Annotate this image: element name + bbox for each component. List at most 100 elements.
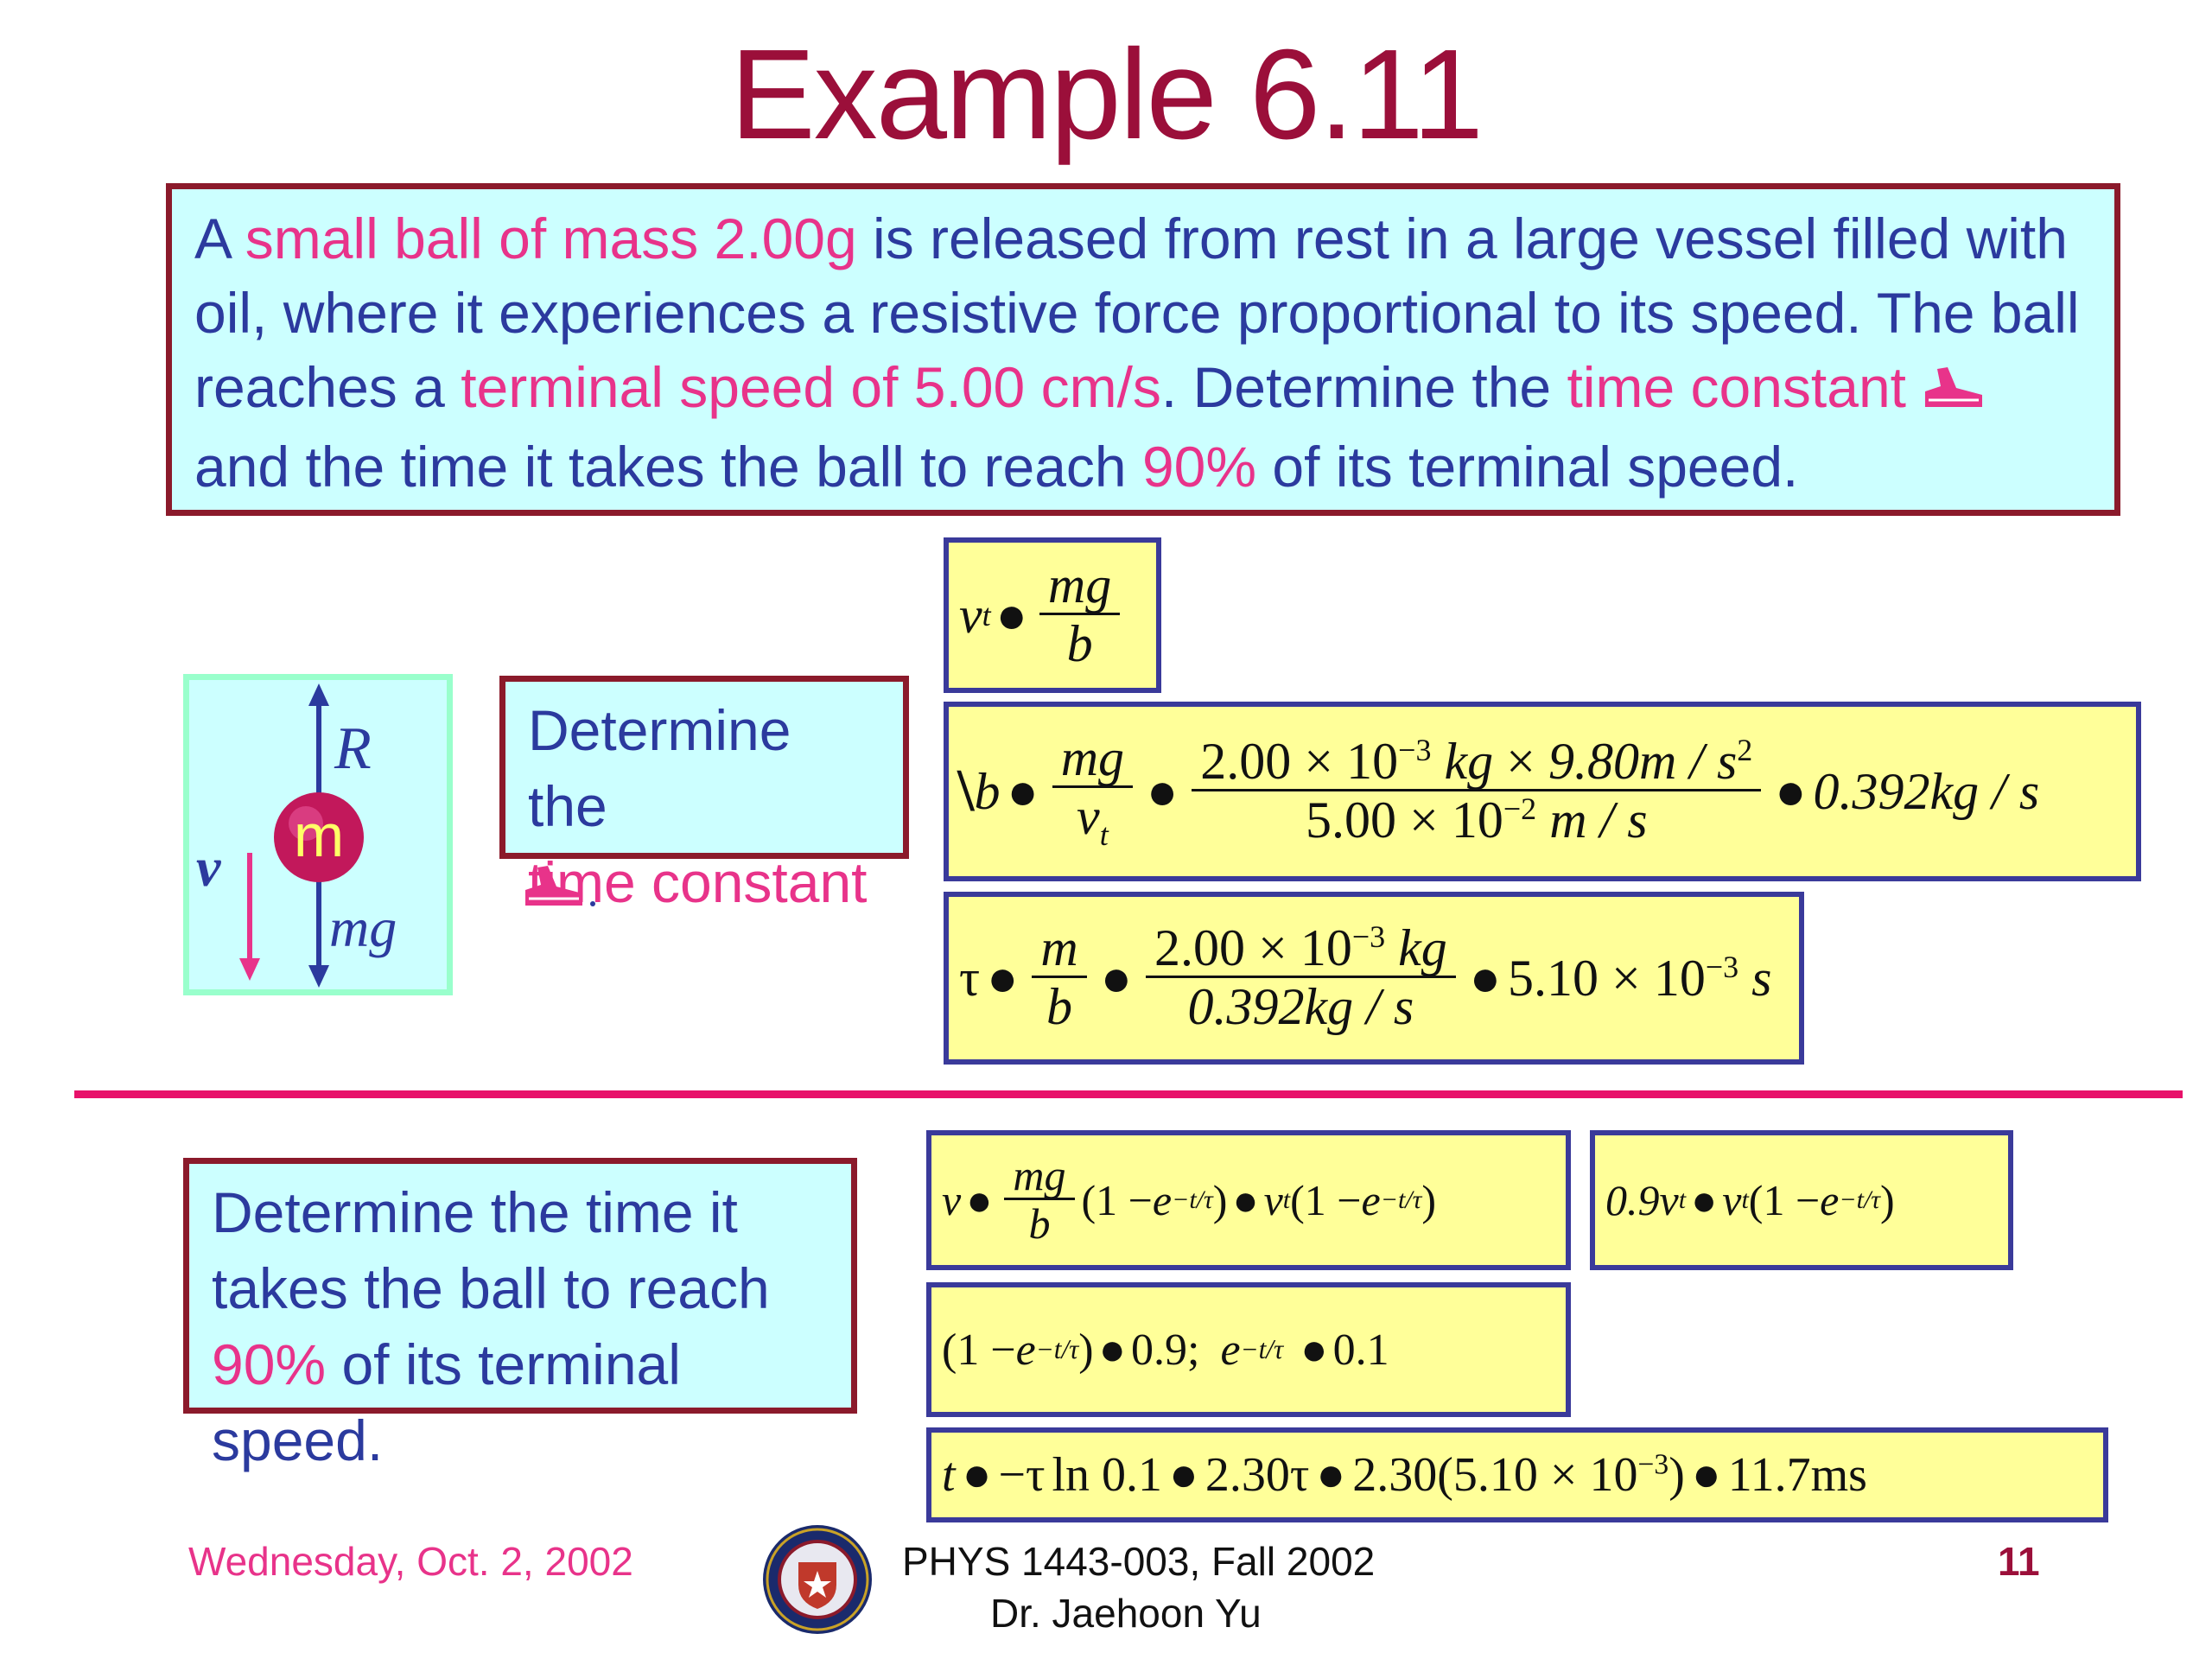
equation-time-constant: τ ● m b ● 2.00 × 10−3 kg 0.392kg / s ● 5… bbox=[944, 892, 1804, 1065]
eq-numerator: mg bbox=[1039, 558, 1121, 615]
step-line: Determine the bbox=[528, 698, 791, 838]
free-body-diagram: m R mg v bbox=[183, 674, 453, 995]
eq-denominator-text: v bbox=[1077, 787, 1100, 845]
equals-glyph: ● bbox=[1232, 1176, 1259, 1224]
eq-fraction: mg b bbox=[1039, 558, 1121, 672]
step-highlight: 90% bbox=[212, 1332, 327, 1396]
bracket-glyph: ) bbox=[1880, 1176, 1895, 1224]
university-seal-icon bbox=[760, 1522, 874, 1637]
eq-subscript: t bbox=[1099, 817, 1109, 852]
eq-denominator: 5.00 × 10−2 m / s bbox=[1306, 791, 1648, 849]
eq-exponent: −3 bbox=[1637, 1448, 1669, 1481]
bracket-glyph: (1 − bbox=[1290, 1176, 1362, 1224]
footer-instructor: Dr. Jaehoon Yu bbox=[990, 1591, 1262, 1636]
equals-glyph: ● bbox=[1100, 949, 1132, 1007]
problem-text: is released from rest in a large vessel … bbox=[194, 207, 2080, 419]
problem-statement: A small ball of mass 2.00g is released f… bbox=[166, 183, 2120, 516]
slide-title: Example 6.11 bbox=[730, 23, 1484, 166]
eq-value: ln 0.1 bbox=[1052, 1448, 1163, 1502]
problem-text: of its terminal speed. bbox=[1256, 434, 1799, 499]
eq-denominator: vt bbox=[1068, 788, 1117, 853]
eq-value: 5.00 bbox=[1306, 791, 1397, 849]
eq-result: 5.10 × 10−3 s bbox=[1508, 949, 1772, 1007]
eq-subscript: t bbox=[1741, 1185, 1749, 1214]
eq-numerator: 2.00 × 10−3 kg × 9.80m / s2 bbox=[1192, 733, 1762, 791]
eq-lhs: v bbox=[942, 1176, 962, 1224]
euler-glyph: e bbox=[1820, 1176, 1840, 1224]
eq-product: (5.10 × 10−3) bbox=[1437, 1448, 1685, 1502]
eq-exponent: −t/τ bbox=[1839, 1185, 1881, 1214]
equals-glyph: ● bbox=[1775, 762, 1807, 820]
eq-symbol: v bbox=[1263, 1176, 1283, 1224]
problem-highlight-percent: 90% bbox=[1141, 434, 1257, 499]
bracket-glyph: (1 − bbox=[1081, 1176, 1153, 1224]
eq-value: 10 bbox=[1300, 919, 1352, 976]
eq-denominator: b bbox=[1066, 615, 1093, 672]
equals-glyph: ● bbox=[1169, 1448, 1198, 1502]
step-text: Determine the time it takes the ball to … bbox=[212, 1180, 770, 1320]
eq-lhs: b bbox=[974, 762, 1001, 820]
eq-exponent: 2 bbox=[1737, 733, 1753, 767]
eq-subscript: t bbox=[1678, 1185, 1687, 1214]
tau-symbol-icon bbox=[522, 861, 600, 917]
step-time-constant-label: Determine the time constant bbox=[499, 676, 909, 914]
eq-unit: kg bbox=[1444, 733, 1494, 790]
eq-fraction: m b bbox=[1032, 921, 1087, 1035]
eq-value: 10 bbox=[1346, 733, 1399, 790]
eq-value: 5.10 bbox=[1508, 949, 1599, 1007]
velocity-label: v bbox=[196, 836, 221, 898]
eq-value: 5.10 bbox=[1452, 1448, 1538, 1502]
equation-resistance-coefficient: \ b ● mg vt ● 2.00 × 10−3 kg × 9.80m / s… bbox=[944, 702, 2141, 881]
eq-result: 0.392kg / s bbox=[1813, 762, 2040, 820]
equals-glyph: ● bbox=[1691, 1176, 1718, 1224]
equals-glyph: ● bbox=[966, 1176, 993, 1224]
footer-course: PHYS 1443-003, Fall 2002 bbox=[902, 1539, 1376, 1584]
eq-value: 2.30 bbox=[1352, 1448, 1438, 1502]
eq-exponent: −t/τ bbox=[1035, 1334, 1079, 1364]
problem-text: and the time it takes the ball to reach bbox=[194, 434, 1142, 499]
equals-glyph: ● bbox=[987, 949, 1019, 1007]
problem-text: . Determine the bbox=[1160, 355, 1567, 419]
euler-glyph: e bbox=[1152, 1176, 1173, 1224]
mass-label: m bbox=[293, 802, 345, 869]
bracket-glyph: (1 − bbox=[1748, 1176, 1821, 1224]
eq-result: 11.7ms bbox=[1727, 1448, 1867, 1502]
equals-glyph: ● bbox=[1300, 1325, 1328, 1375]
eq-fraction: 2.00 × 10−3 kg 0.392kg / s bbox=[1145, 919, 1456, 1035]
eq-value: 2.00 bbox=[1200, 733, 1292, 790]
eq-unit: s bbox=[1751, 949, 1772, 1007]
eq-exponent: −t/τ bbox=[1240, 1334, 1284, 1364]
tau-symbol-icon bbox=[1922, 355, 1986, 429]
euler-glyph: e bbox=[1015, 1325, 1036, 1375]
resistive-force-label: R bbox=[334, 715, 372, 782]
eq-value: 2.00 bbox=[1154, 919, 1245, 976]
bracket-glyph: ) bbox=[1421, 1176, 1437, 1224]
eq-numerator: mg bbox=[1004, 1153, 1075, 1201]
problem-highlight-time-constant: time constant bbox=[1567, 355, 1906, 419]
eq-lhs: t bbox=[942, 1448, 956, 1502]
eq-subscript: t bbox=[1282, 1185, 1291, 1214]
eq-exponent: −3 bbox=[1398, 733, 1432, 767]
footer-date: Wednesday, Oct. 2, 2002 bbox=[188, 1539, 633, 1584]
equals-glyph: ● bbox=[1147, 762, 1179, 820]
eq-denominator: b bbox=[1046, 978, 1073, 1035]
step-line-highlight: time constant bbox=[528, 850, 868, 914]
footer-page-number: 11 bbox=[1998, 1539, 2040, 1584]
equals-glyph: ● bbox=[1098, 1325, 1127, 1375]
eq-fraction: mg vt bbox=[1052, 730, 1134, 853]
problem-highlight-mass: small ball of mass 2.00g bbox=[245, 207, 857, 270]
eq-unit: 9.80m / s bbox=[1548, 733, 1738, 790]
gravity-force-label: mg bbox=[329, 897, 397, 958]
minus-tau-glyph: −τ bbox=[998, 1448, 1046, 1502]
eq-value: 0.1 bbox=[1332, 1325, 1389, 1375]
eq-symbol: v bbox=[1722, 1176, 1742, 1224]
eq-unit: kg bbox=[1398, 919, 1447, 976]
eq-denominator: 0.392kg / s bbox=[1187, 978, 1414, 1035]
eq-numerator: m bbox=[1032, 921, 1087, 978]
equation-time-result: t ● −τ ln 0.1 ● 2.30τ ● 2.30 (5.10 × 10−… bbox=[926, 1427, 2108, 1522]
eq-fraction: 2.00 × 10−3 kg × 9.80m / s2 5.00 × 10−2 … bbox=[1192, 733, 1762, 849]
bracket-glyph: ) bbox=[1212, 1176, 1228, 1224]
equals-glyph: ● bbox=[1316, 1448, 1346, 1502]
